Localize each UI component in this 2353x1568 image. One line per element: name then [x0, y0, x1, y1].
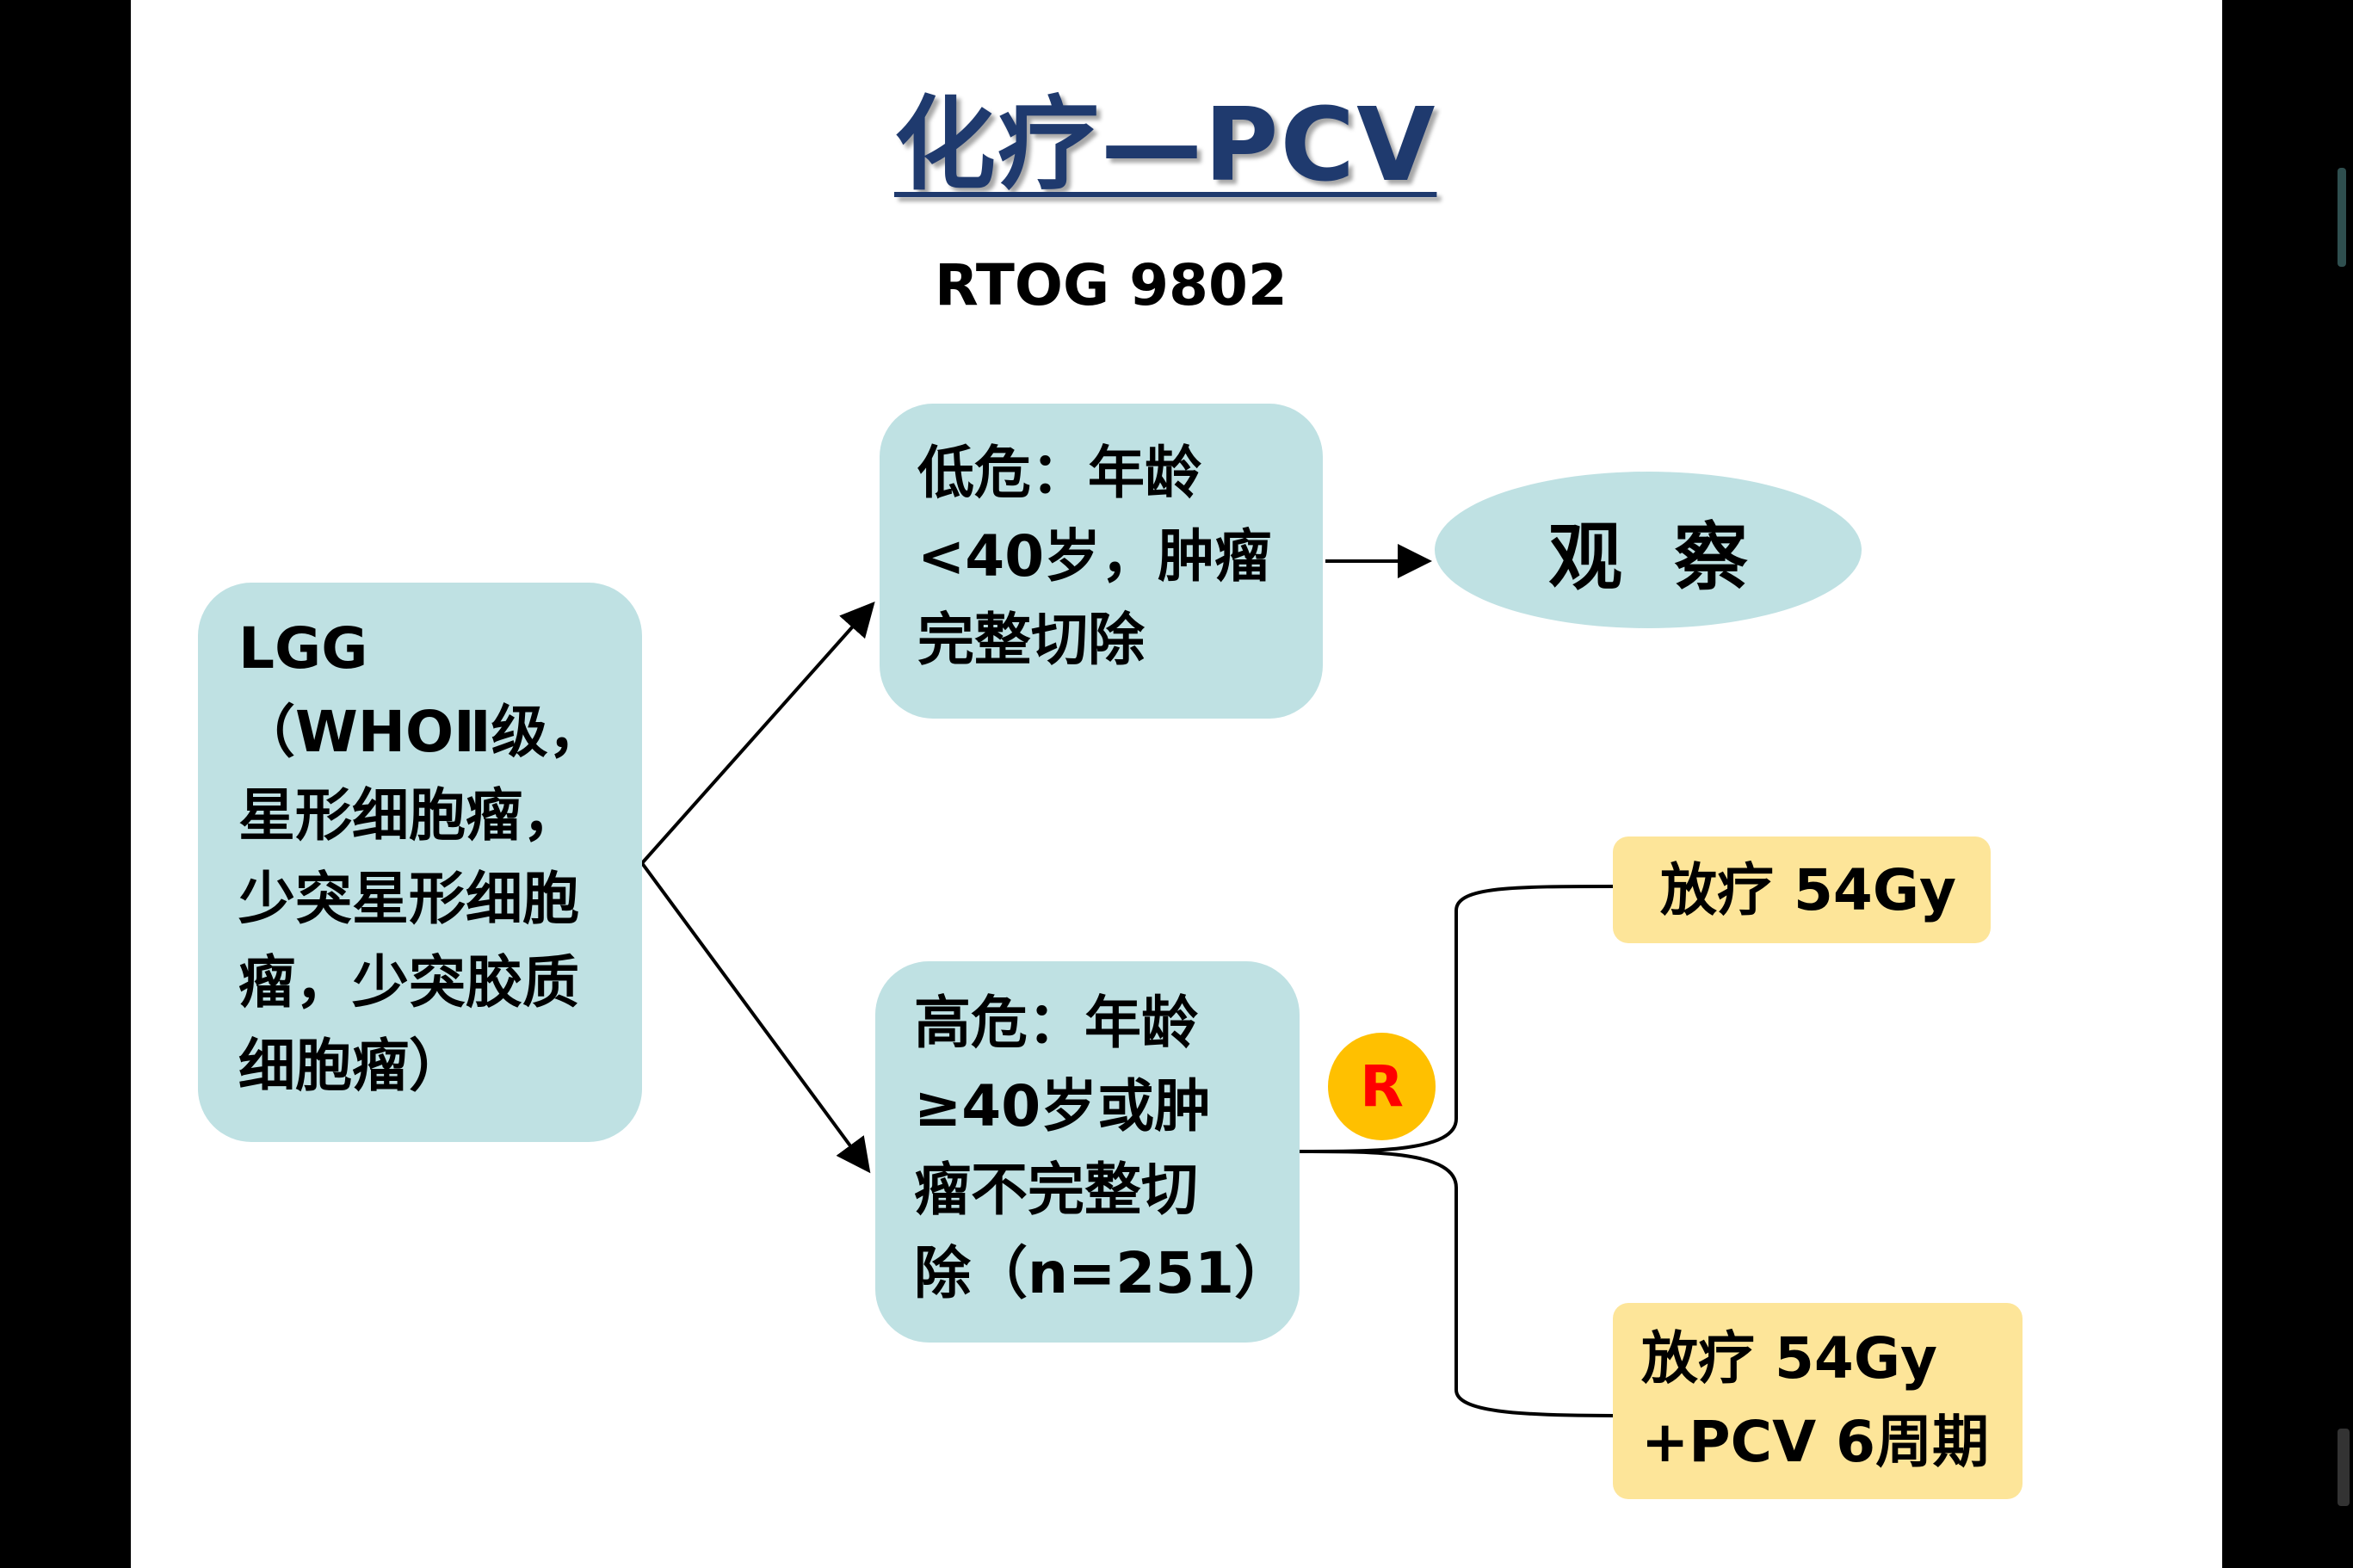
trial-name: RTOG 9802: [935, 252, 1288, 318]
low-risk-box: 低危：年龄 <40岁，肿瘤 完整切除: [880, 404, 1323, 719]
arrow-to-low-risk: [640, 602, 875, 865]
high-risk-text: 高危：年龄 ≥40岁或肿 瘤不完整切 除（n=251）: [914, 990, 1292, 1306]
high-risk-box: 高危：年龄 ≥40岁或肿 瘤不完整切 除（n=251）: [875, 961, 1300, 1343]
arrow-to-high-risk: [640, 861, 871, 1174]
observation-ellipse: 观 察: [1435, 472, 1862, 628]
low-risk-text: 低危：年龄 <40岁，肿瘤 完整切除: [917, 440, 1272, 673]
randomization-label: R: [1360, 1053, 1404, 1120]
arm-radiotherapy-pcv-text: 放疗 54Gy +PCV 6周期: [1641, 1325, 1990, 1475]
scrollbar-lower[interactable]: [2338, 1429, 2350, 1506]
arm-radiotherapy-text: 放疗 54Gy: [1660, 856, 1957, 923]
bracket-upper: [1299, 885, 1614, 1153]
lgg-box: LGG （WHOⅡ级， 星形细胞瘤， 少突星形细胞 瘤，少突胶质 细胞瘤）: [198, 583, 642, 1142]
arm-radiotherapy-pcv-box: 放疗 54Gy +PCV 6周期: [1613, 1303, 2023, 1499]
observation-text: 观 察: [1548, 514, 1748, 601]
arm-radiotherapy-box: 放疗 54Gy: [1613, 836, 1991, 943]
scrollbar-upper[interactable]: [2338, 168, 2346, 267]
slide-title: 化疗—PCV: [894, 85, 1437, 204]
lgg-text: LGG （WHOⅡ级， 星形细胞瘤， 少突星形细胞 瘤，少突胶质 细胞瘤）: [238, 615, 605, 1099]
bracket-lower: [1299, 1150, 1614, 1417]
randomization-badge: R: [1328, 1033, 1436, 1140]
